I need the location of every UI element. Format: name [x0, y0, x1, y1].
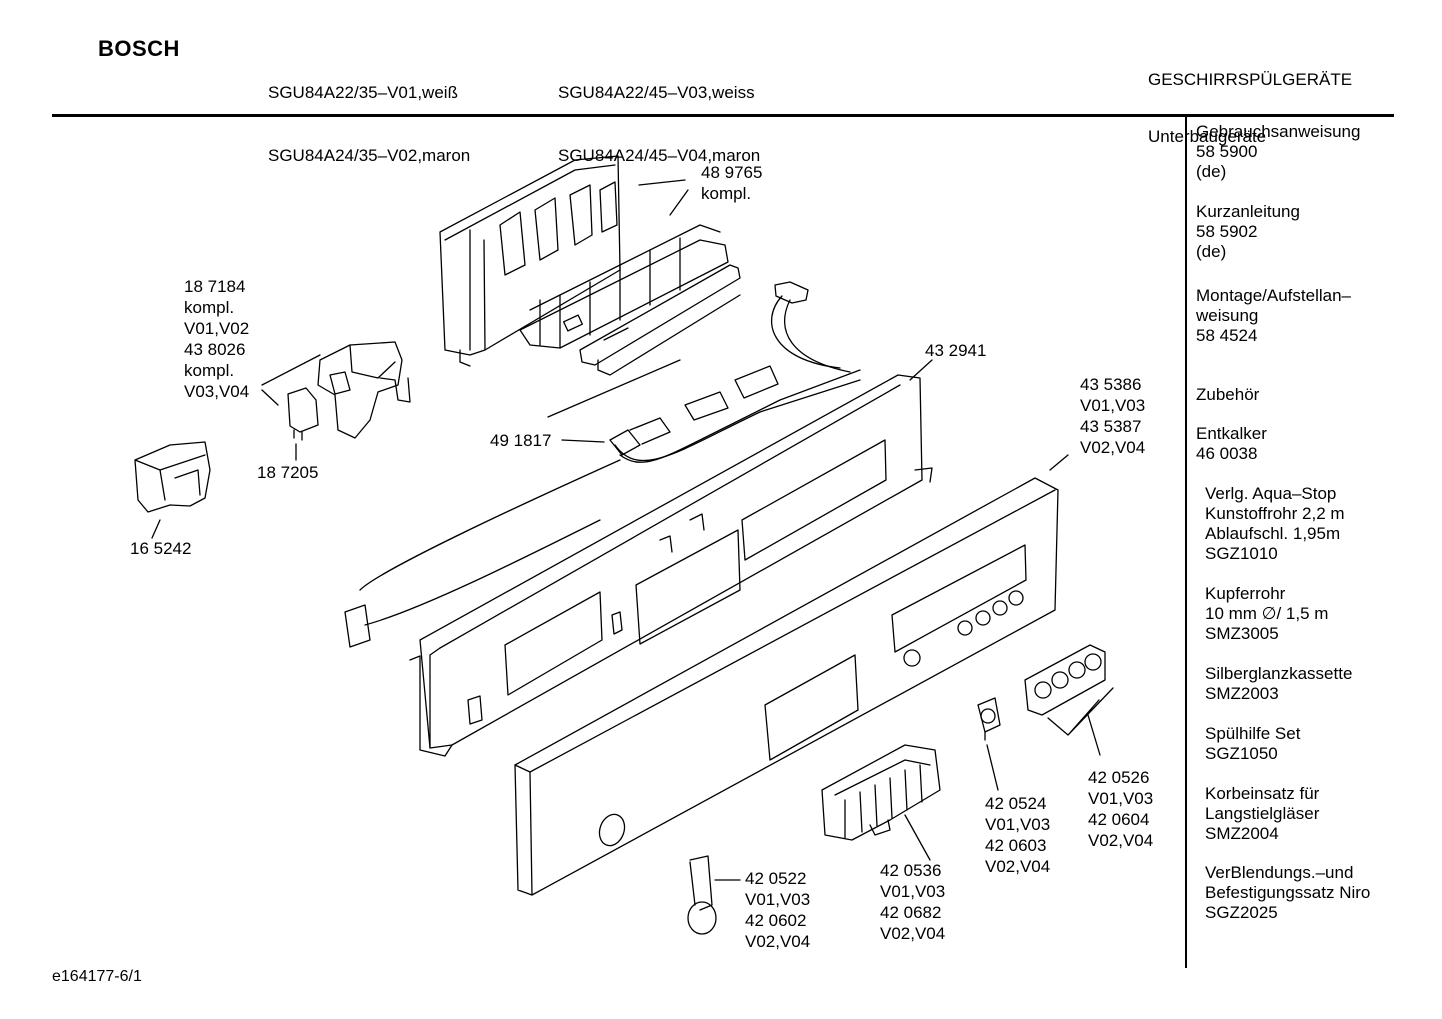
leader-line: [638, 179, 689, 216]
single-button: [977, 697, 1001, 741]
leader-line: [986, 744, 999, 791]
part-label: 18 7184 kompl. V01,V02 43 8026 kompl. V0…: [184, 277, 250, 401]
sidebar-item-silver-cassette: Silberglanzkassette SMZ2003: [1205, 664, 1353, 703]
leader-line: [904, 814, 931, 861]
model-list-1: SGU84A22/35–V01,weiß SGU84A24/35–V02,mar…: [268, 40, 470, 187]
sidebar-item-manual: Gebrauchsanweisung 58 5900 (de): [1196, 122, 1361, 181]
leader-line: [1047, 687, 1114, 756]
part-label: 42 0524 V01,V03 42 0603 V02,V04: [985, 794, 1051, 876]
sidebar-item-aquastop: Verlg. Aqua–Stop Kunstoffrohr 2,2 m Abla…: [1205, 484, 1345, 563]
leader-line: [261, 354, 321, 406]
part-label: 49 1817: [490, 431, 552, 450]
sidebar-item-installation: Montage/Aufstellan– weisung 58 4524: [1196, 286, 1351, 345]
part-label: 16 5242: [130, 539, 192, 558]
sidebar-item-panel-kit: VerBlendungs.–und Befestigungssatz Niro …: [1205, 863, 1371, 922]
leader-line: [547, 359, 681, 418]
button-strip: [1024, 644, 1106, 716]
relay-block: [134, 441, 211, 513]
leader-line: [151, 519, 161, 539]
dispenser-unit: [821, 744, 941, 841]
part-label: 42 0522 V01,V03 42 0602 V02,V04: [745, 869, 811, 951]
category-heading: GESCHIRRSPÜLGERÄTE Unterbaugeräte: [1148, 32, 1352, 165]
leader-line: [561, 439, 605, 443]
sidebar-item-rinse-aid-set: Spülhilfe Set SGZ1050: [1205, 724, 1301, 763]
sidebar-item-glass-insert: Korbeinsatz für Langstielgläser SMZ2004: [1205, 784, 1320, 843]
inner-panel-frame: [409, 374, 933, 757]
leader-line: [909, 359, 933, 381]
wire-harness: [344, 281, 861, 648]
model-line: SGU84A22/45–V03,weiss: [558, 83, 755, 102]
model-line: SGU84A22/35–V01,weiß: [268, 83, 458, 102]
category-title: GESCHIRRSPÜLGERÄTE: [1148, 70, 1353, 89]
sidebar-divider: [1185, 116, 1187, 968]
front-control-panel: [514, 477, 1059, 896]
part-label: 42 0526 V01,V03 42 0604 V02,V04: [1088, 768, 1154, 850]
model-line: SGU84A24/45–V04,maron: [558, 146, 761, 165]
sidebar-item-copper-pipe: Kupferrohr 10 mm ∅/ 1,5 m SMZ3005: [1205, 584, 1329, 643]
document-id: e164177-6/1: [52, 968, 142, 985]
valve-assembly: [287, 341, 411, 441]
part-label: 43 2941: [925, 341, 987, 360]
sidebar-item-descaler: Entkalker 46 0038: [1196, 424, 1267, 463]
leader-line: [1049, 454, 1069, 471]
sidebar-item-quickguide: Kurzanleitung 58 5902 (de): [1196, 202, 1300, 261]
part-label: 43 5386 V01,V03 43 5387 V02,V04: [1080, 375, 1146, 457]
control-module: [439, 155, 741, 376]
part-label: 48 9765 kompl.: [701, 163, 763, 203]
part-label: 18 7205: [257, 463, 319, 482]
exploded-view-drawing: [134, 155, 1114, 935]
category-subtitle: Unterbaugeräte: [1148, 127, 1267, 146]
brand-logo: BOSCH: [98, 36, 180, 61]
model-line: SGU84A24/35–V02,maron: [268, 146, 471, 165]
part-label: 42 0536 V01,V03 42 0682 V02,V04: [880, 861, 946, 943]
sidebar-item-accessories: Zubehör: [1196, 385, 1260, 404]
door-release-knob: [687, 855, 717, 935]
model-list-2: SGU84A22/45–V03,weiss SGU84A24/45–V04,ma…: [558, 40, 760, 187]
header-divider: [52, 114, 1394, 117]
